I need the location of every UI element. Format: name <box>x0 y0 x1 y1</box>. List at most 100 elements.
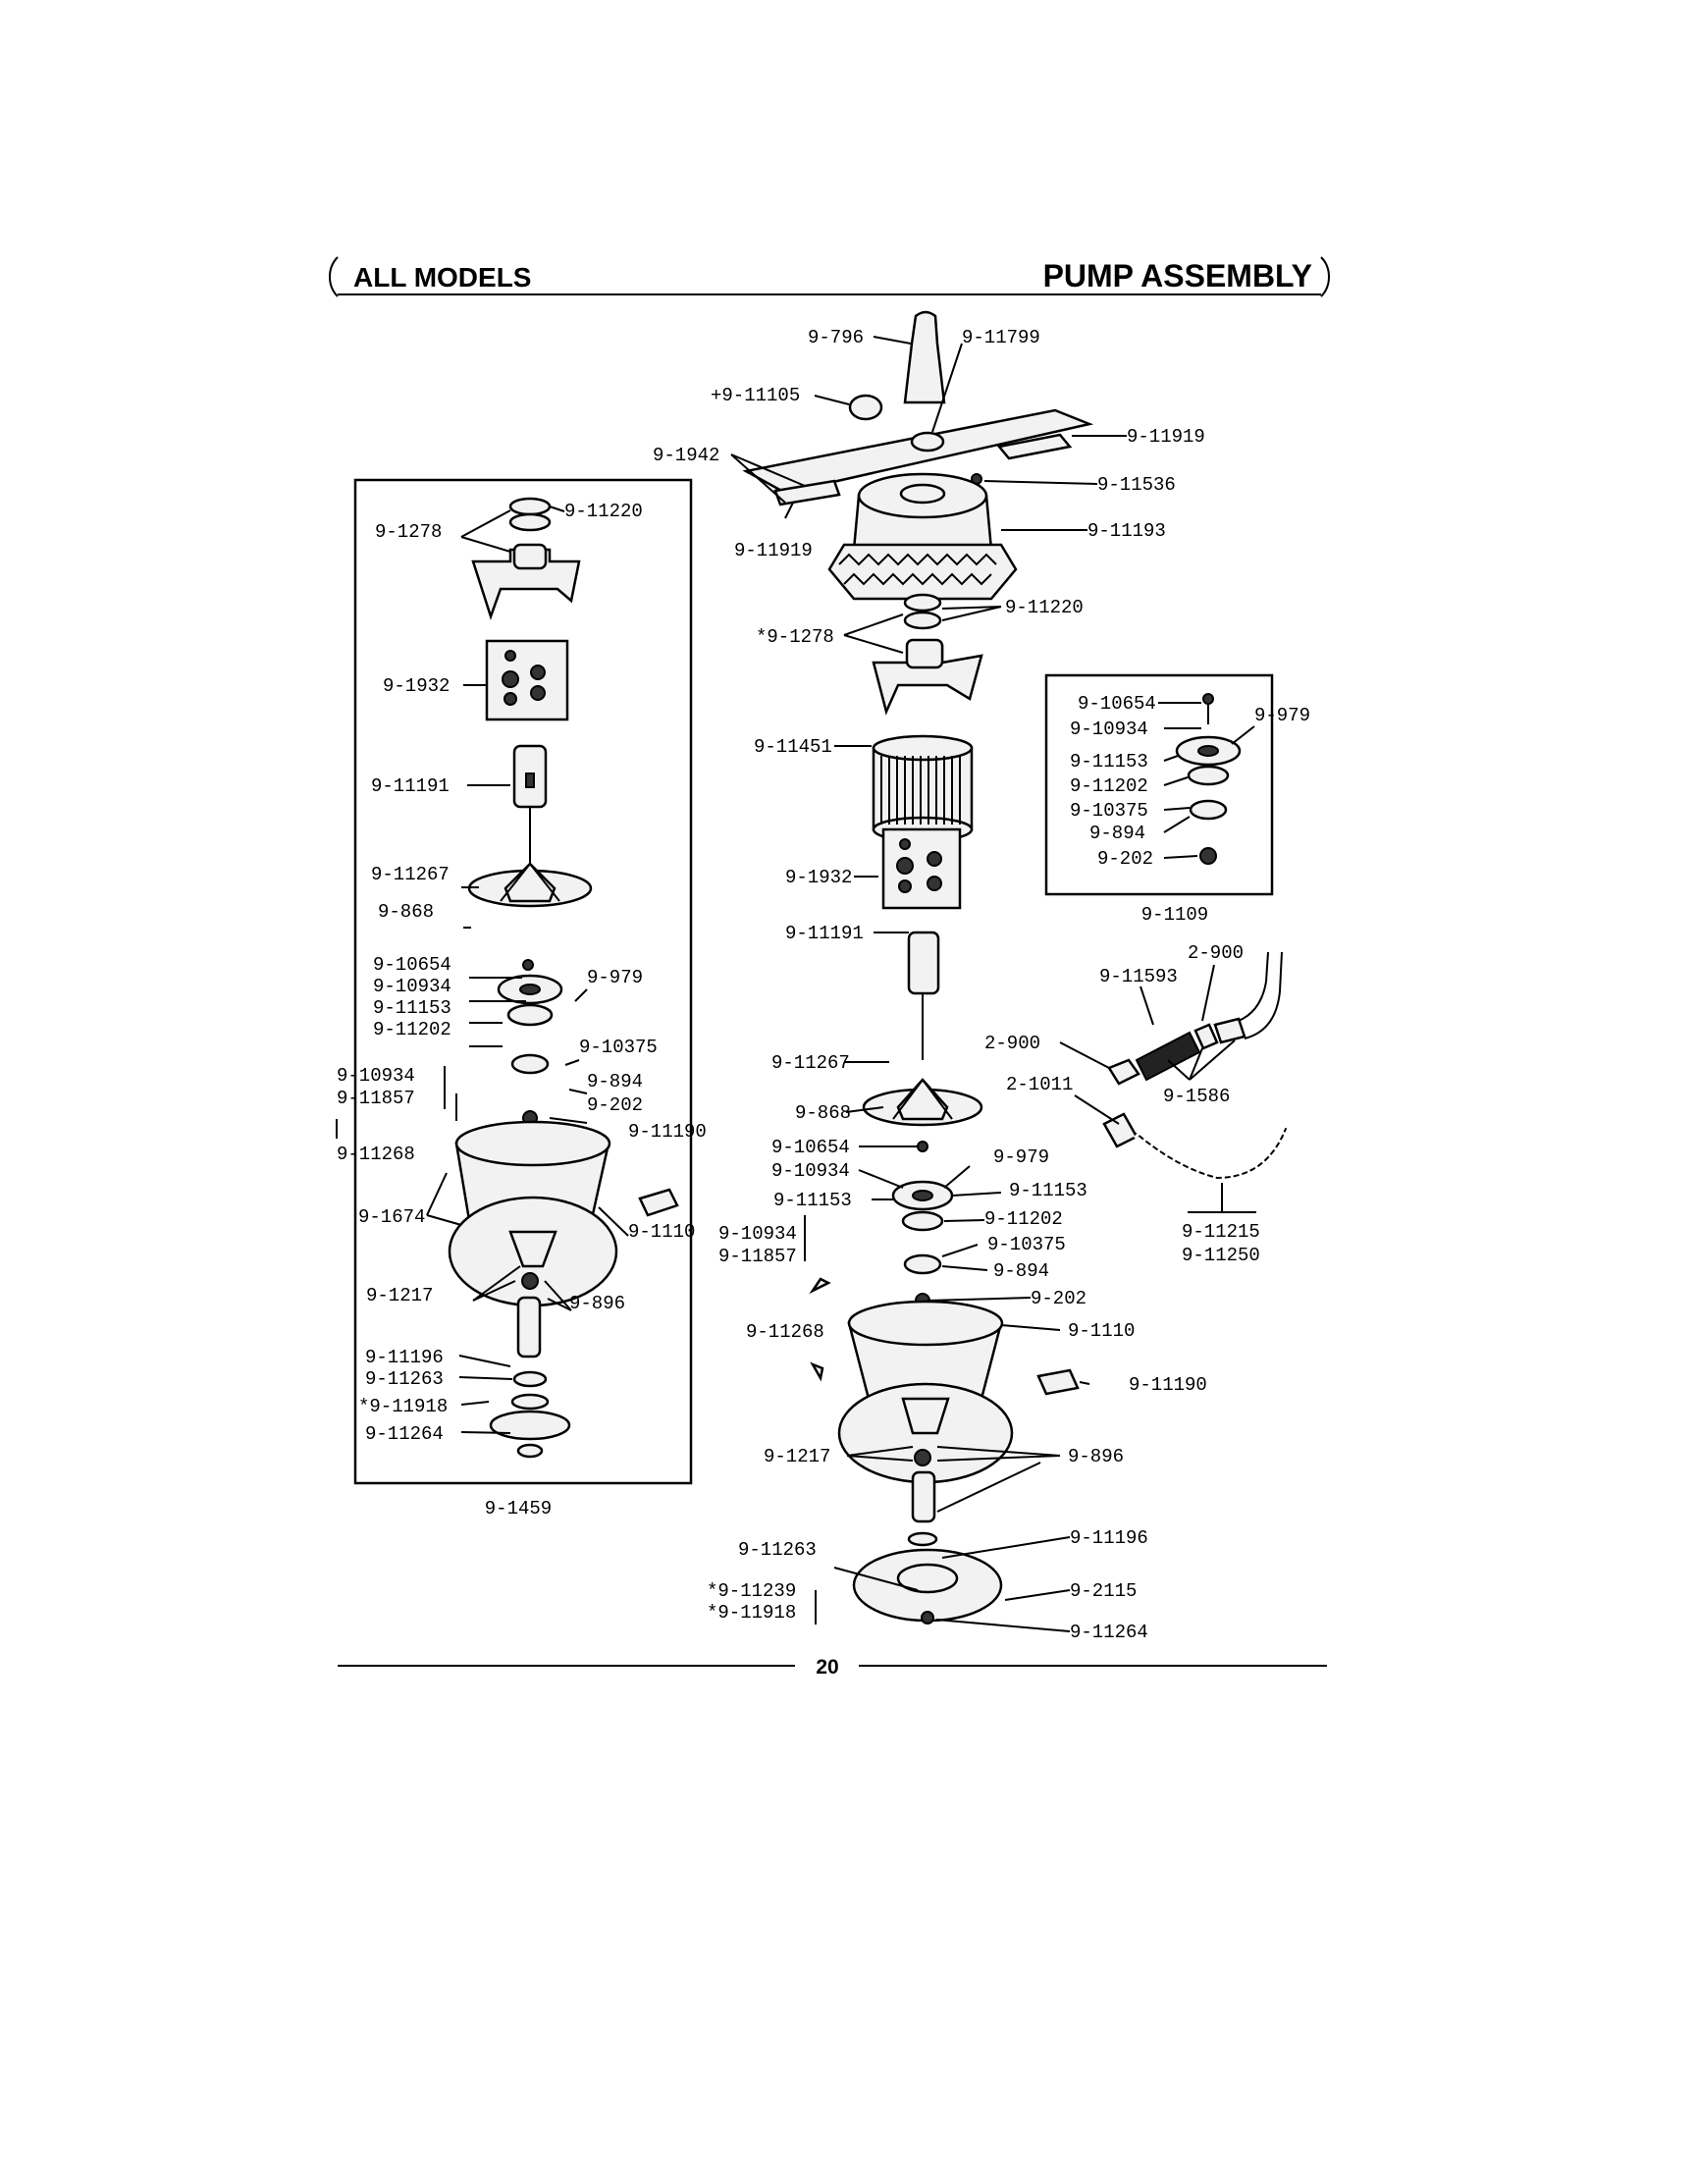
label: *9-11918 <box>707 1602 796 1624</box>
label: 9-1278 <box>375 521 442 543</box>
label: 2-900 <box>984 1033 1040 1054</box>
label: 9-11190 <box>628 1121 707 1143</box>
label: 9-896 <box>1068 1446 1124 1467</box>
header-left-title: ALL MODELS <box>353 262 531 293</box>
label: 9-11153 <box>1009 1180 1087 1201</box>
label: 9-11857 <box>337 1088 415 1109</box>
header: ALL MODELS PUMP ASSEMBLY <box>328 256 1331 297</box>
label: 9-11202 <box>984 1208 1063 1230</box>
page-number: 20 <box>816 1656 838 1678</box>
label: 9-11202 <box>1070 775 1148 797</box>
label: 9-11153 <box>773 1190 852 1211</box>
label: 9-11267 <box>771 1052 850 1074</box>
label: 9-10934 <box>718 1223 797 1245</box>
label: 9-10375 <box>1070 800 1148 822</box>
label: 9-11857 <box>718 1246 797 1267</box>
center-parts <box>742 310 1094 1625</box>
label: 9-11919 <box>1127 426 1205 448</box>
label: 9-11264 <box>365 1423 444 1445</box>
label: 9-11191 <box>785 923 864 944</box>
label: 9-202 <box>587 1094 643 1116</box>
label: 2-900 <box>1188 942 1244 964</box>
label: 9-11264 <box>1070 1622 1148 1643</box>
label: 9-896 <box>569 1293 625 1314</box>
label: 9-894 <box>993 1260 1049 1282</box>
label: 9-796 <box>808 327 864 348</box>
label: 9-10654 <box>373 954 451 976</box>
label: 9-202 <box>1031 1288 1086 1309</box>
label: 9-10934 <box>337 1065 415 1087</box>
hose-parts <box>1102 951 1291 1183</box>
left-parts <box>448 497 679 1459</box>
label: 9-1110 <box>628 1221 695 1243</box>
label: 9-10934 <box>771 1160 850 1182</box>
label: 9-979 <box>587 967 643 988</box>
label: 9-11536 <box>1097 474 1176 496</box>
label: *9-11239 <box>707 1580 796 1602</box>
label: 9-1942 <box>653 445 719 466</box>
center-labels: 9-796 9-11799 +9-11105 9-1942 9-11919 9-… <box>653 327 1207 1643</box>
label: 9-10375 <box>987 1234 1066 1255</box>
label: +9-11105 <box>711 385 800 406</box>
label: 9-1217 <box>764 1446 830 1467</box>
label: 9-1110 <box>1068 1320 1135 1342</box>
label: 9-10934 <box>1070 719 1148 740</box>
label: 9-11268 <box>746 1321 824 1343</box>
header-right-title: PUMP ASSEMBLY <box>1043 258 1312 293</box>
label: 9-11263 <box>365 1368 444 1390</box>
label: 9-10934 <box>373 976 451 997</box>
label: 9-868 <box>378 901 434 923</box>
left-leaders <box>426 506 629 1434</box>
label: 9-11190 <box>1129 1374 1207 1396</box>
label: 2-1011 <box>1006 1074 1073 1095</box>
label: 9-1932 <box>383 675 450 697</box>
label: 9-10375 <box>579 1037 658 1058</box>
label: 9-11215 <box>1182 1221 1260 1243</box>
hose-labels: 2-900 9-11593 2-900 2-1011 9-1586 9-1121… <box>984 942 1260 1266</box>
label: 9-11451 <box>754 736 832 758</box>
label: 9-11268 <box>337 1144 415 1165</box>
label: 9-11250 <box>1182 1245 1260 1266</box>
label: 9-11196 <box>365 1347 444 1368</box>
label: 9-868 <box>795 1102 851 1124</box>
label: 9-11202 <box>373 1019 451 1040</box>
inset-right-caption: 9-1109 <box>1141 904 1208 926</box>
right-inset-parts <box>1158 693 1255 865</box>
label: 9-10654 <box>1078 693 1156 715</box>
label: 9-10654 <box>771 1137 850 1158</box>
label: 9-11196 <box>1070 1527 1148 1549</box>
label: 9-11593 <box>1099 966 1178 987</box>
label: 9-1586 <box>1163 1086 1230 1107</box>
outside-left-labels: 9-10934 9-11857 9-11268 <box>336 1065 446 1165</box>
label: 9-2115 <box>1070 1580 1137 1602</box>
label: 9-11153 <box>1070 751 1148 772</box>
hose-leaders <box>1059 964 1256 1213</box>
label: 9-1932 <box>785 867 852 888</box>
label: 9-11193 <box>1087 520 1166 542</box>
label: 9-11220 <box>564 501 643 522</box>
label: 9-979 <box>993 1146 1049 1168</box>
label: 9-202 <box>1097 848 1153 870</box>
label: 9-894 <box>587 1071 643 1092</box>
label: 9-894 <box>1089 823 1145 844</box>
label: 9-979 <box>1254 705 1310 726</box>
label: 9-11191 <box>371 775 450 797</box>
inset-left-caption: 9-1459 <box>485 1498 552 1519</box>
label: *9-11918 <box>358 1396 448 1417</box>
label: 9-1674 <box>358 1206 425 1228</box>
label: 9-11220 <box>1005 597 1084 618</box>
label: 9-11267 <box>371 864 450 885</box>
label: 9-11263 <box>738 1539 817 1561</box>
inset-right-box <box>1044 673 1274 896</box>
inset-left-box <box>353 478 693 1485</box>
label: 9-1217 <box>366 1285 433 1306</box>
label: 9-11799 <box>962 327 1040 348</box>
footer: 20 <box>338 1656 1327 1678</box>
label: 9-11153 <box>373 997 451 1019</box>
right-inset-labels: 9-10654 9-10934 9-979 9-11153 9-11202 9-… <box>1070 693 1310 870</box>
center-leaders <box>730 336 1127 1632</box>
label: 9-11919 <box>734 540 813 561</box>
label: *9-1278 <box>756 626 834 648</box>
left-labels: 9-1278 9-11220 9-1932 9-11191 9-11267 9-… <box>358 501 707 1445</box>
